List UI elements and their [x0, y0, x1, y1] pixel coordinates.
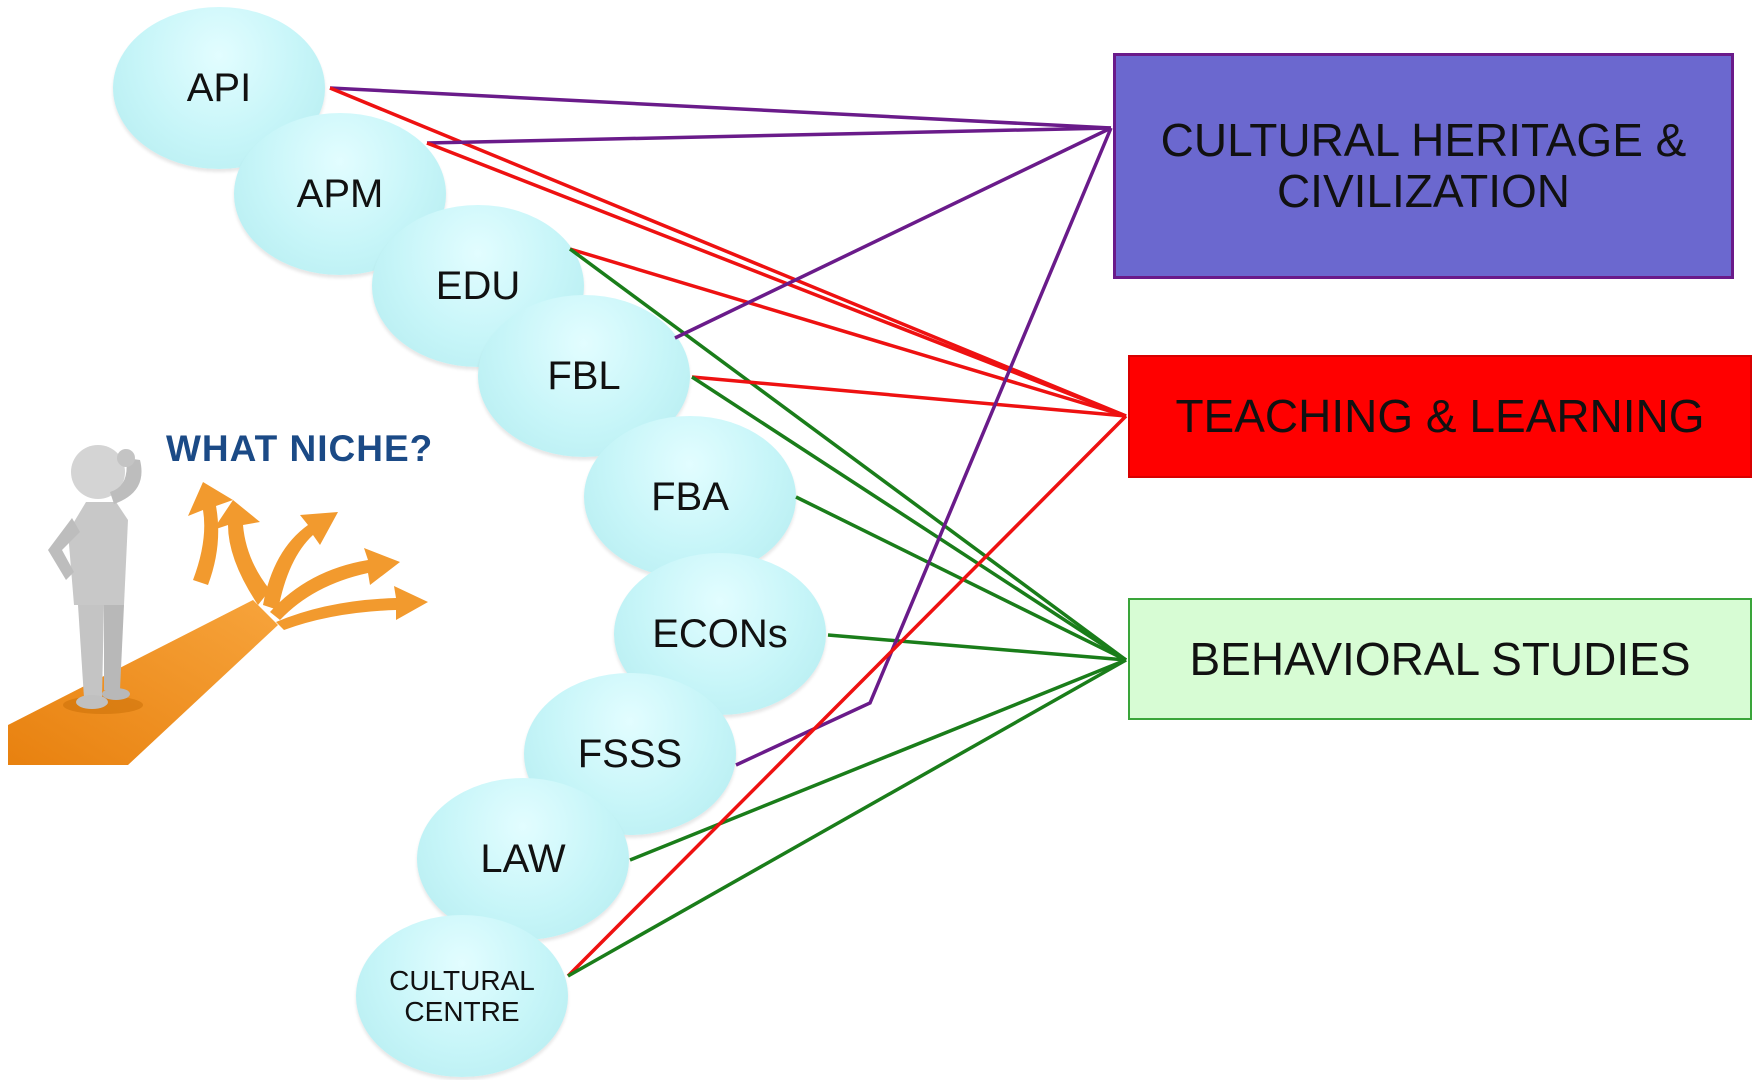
niche-box-cultural-heritage: CULTURAL HERITAGE & CIVILIZATION	[1113, 53, 1734, 279]
question-heading: WHAT NICHE?	[166, 428, 434, 469]
node-label: EDU	[435, 263, 521, 308]
node-label-line: CENTRE	[404, 996, 520, 1027]
niche-label-line: CIVILIZATION	[1276, 165, 1571, 217]
node-label-line: CULTURAL	[389, 965, 535, 996]
node-label: FBL	[547, 353, 621, 398]
niche-label-line: BEHAVIORAL STUDIES	[1189, 632, 1691, 685]
niche-box-behavioral-studies: BEHAVIORAL STUDIES	[1128, 598, 1752, 720]
link-fbl-to-teaching	[691, 375, 1127, 418]
node-cultural-centre: CULTURAL CENTRE	[356, 915, 568, 1077]
node-label: API	[186, 65, 252, 110]
niche-box-teaching-learning: TEACHING & LEARNING	[1128, 355, 1752, 478]
node-label: APM	[296, 171, 384, 216]
link-api-to-cultural	[329, 86, 1112, 130]
node-label: LAW	[480, 836, 566, 881]
node-label: ECONs	[652, 611, 788, 656]
link-fbl-to-cultural	[674, 126, 1112, 340]
niche-label-line: CULTURAL HERITAGE &	[1160, 114, 1687, 166]
link-econs-to-behavioral	[827, 633, 1127, 662]
link-apm-to-cultural	[426, 126, 1112, 145]
link-fba-to-behavioral	[795, 495, 1127, 662]
thinking-person-crossroads-illustration	[8, 445, 428, 765]
node-label: FBA	[651, 474, 729, 519]
niche-label-line: TEACHING & LEARNING	[1175, 390, 1705, 442]
node-label: FSSS	[577, 731, 683, 776]
node-fba: FBA	[584, 416, 796, 578]
